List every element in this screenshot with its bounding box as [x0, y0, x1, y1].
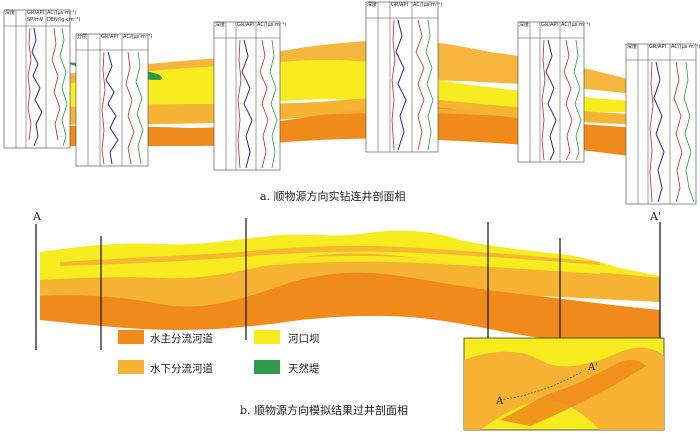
section-b-label-a: A — [33, 210, 41, 223]
inset-label-a: A — [496, 396, 504, 407]
well-4-ac-label: AC/(μs·m⁻¹) — [413, 2, 443, 8]
section-a-thin-band — [60, 107, 600, 124]
section-b-simulation — [35, 218, 661, 352]
inset-label-a2: A' — [588, 362, 598, 373]
legend-label-levee: 天然堤 — [288, 363, 320, 375]
inset-main-channel — [500, 359, 646, 426]
legend-label-mouthbar: 河口坝 — [288, 333, 320, 345]
well-5-gr-label: GR/API — [541, 22, 558, 28]
legend-swatch-levee — [254, 360, 280, 374]
well-2-den-curve — [135, 51, 144, 165]
well-1-gr-label: GR/API — [27, 10, 44, 16]
well-4-gr-curve — [395, 19, 407, 151]
well-1-gr-curve — [31, 27, 43, 147]
well-6-depth-label: 深度 — [627, 44, 638, 50]
well-1-ac-label: AC/(μs·m⁻¹) — [47, 10, 77, 16]
well-4-ac-curve — [415, 19, 425, 151]
well-6-den-curve — [683, 61, 695, 203]
well-3 — [213, 21, 281, 171]
well-2-sp-curve — [101, 51, 106, 165]
well-1 — [3, 9, 71, 149]
legend-swatch-mouthbar — [254, 330, 280, 344]
section-a-correlation — [3, 1, 697, 205]
well-6-gr-label: GR/API — [649, 44, 666, 50]
legend-swatch-main-channel — [118, 330, 144, 344]
well-3-sp-curve — [237, 39, 242, 169]
well-4-den-curve — [425, 19, 434, 151]
well-3-den-curve — [269, 39, 278, 169]
section-b-thin-band — [60, 255, 600, 278]
inset-map — [463, 337, 665, 431]
well-5-sp-curve — [541, 39, 546, 161]
well-6-gr-curve — [653, 61, 665, 203]
well-6-ac-curve — [673, 61, 683, 203]
well-2-gr-curve — [105, 51, 119, 165]
well-5-depth-label: 深度 — [519, 22, 530, 28]
legend-swatch-underwater-channel — [118, 360, 144, 374]
well-3-gr-label: GR/API — [237, 22, 254, 28]
well-1-sp-label: SP/mV — [27, 17, 44, 23]
well-2 — [75, 33, 149, 167]
well-6-sp-curve — [649, 61, 654, 203]
well-5-ac-curve — [563, 39, 573, 161]
well-4-sp-curve — [391, 19, 396, 151]
well-4-gr-label: GR/API — [391, 2, 408, 8]
section-b-label-a2: A' — [650, 210, 661, 223]
well-1-sp-curve — [27, 27, 32, 141]
well-6 — [625, 43, 697, 205]
well-4 — [365, 1, 439, 153]
well-2-ac-label: AC/(μs·m⁻¹) — [123, 34, 153, 40]
well-2-ac-curve — [125, 51, 135, 165]
well-2-gr-label: GR/API — [101, 34, 118, 40]
well-3-ac-curve — [259, 39, 269, 169]
caption-section-b: b. 顺物源方向模拟结果过井剖面相 — [240, 404, 409, 417]
legend-label-underwater-channel: 水下分流河道 — [150, 363, 213, 375]
section-b-main-channel — [40, 272, 660, 348]
section-a-main-channel — [40, 106, 660, 160]
well-2-depth-label: 分层 — [77, 34, 88, 40]
caption-section-a: a. 顺物源方向实钻连井剖面相 — [260, 190, 406, 203]
well-1-ac-curve — [51, 27, 61, 141]
well-5 — [517, 21, 585, 163]
inset-section-line — [499, 371, 583, 401]
well-1-den-curve — [59, 27, 68, 147]
well-3-ac-label: AC/(μs·m⁻¹) — [257, 22, 287, 28]
well-3-gr-curve — [241, 39, 253, 169]
legend-label-main-channel: 水主分流河道 — [150, 333, 213, 345]
well-4-depth-label: 深度 — [367, 2, 378, 8]
well-5-ac-label: AC/(μs·m⁻¹) — [561, 22, 591, 28]
well-6-ac-label: AC/(μs·m⁻¹) — [671, 44, 700, 50]
well-1-depth-label: 深度 — [5, 10, 16, 16]
well-5-den-curve — [573, 39, 582, 161]
well-1-den-label: DEN/(g·cm⁻³) — [47, 17, 81, 23]
section-b-thin-band-2 — [60, 245, 600, 266]
well-5-gr-curve — [545, 39, 557, 161]
well-3-depth-label: 深度 — [215, 22, 226, 28]
